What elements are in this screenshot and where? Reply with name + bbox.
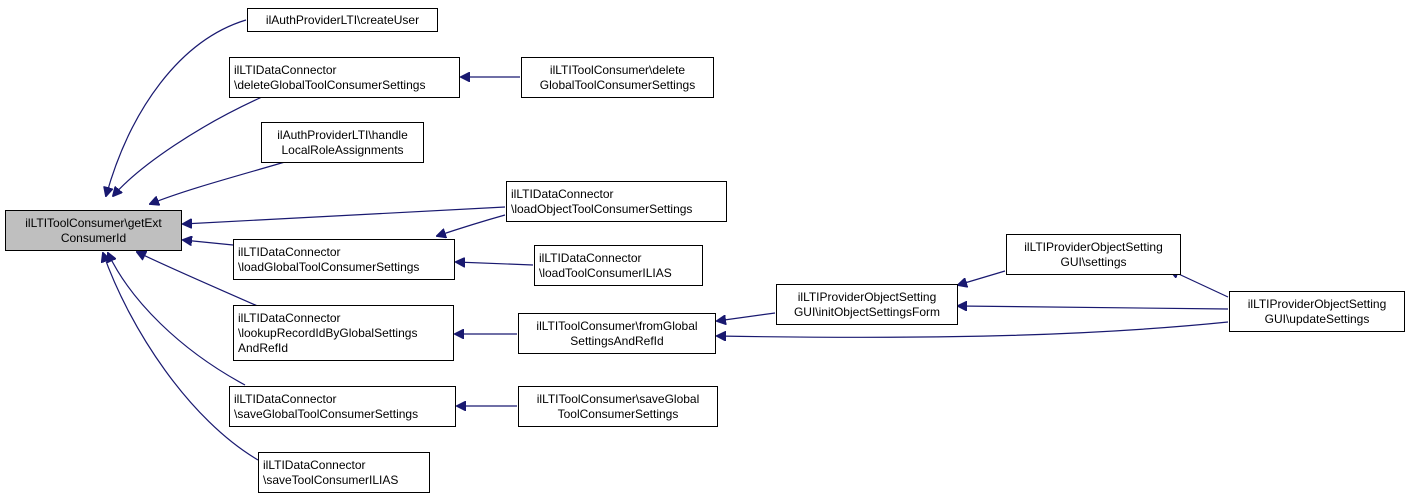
edge-initForm-fromGlobal [717, 312, 776, 321]
edge-lookupRecord-root [137, 252, 263, 309]
node-handle-local[interactable]: ilAuthProviderLTI\handle LocalRoleAssign… [261, 122, 424, 163]
node-save-global-tc[interactable]: ilLTIToolConsumer\saveGlobal ToolConsume… [518, 386, 718, 427]
node-save-global-dc[interactable]: ilLTIDataConnector \saveGlobalToolConsum… [229, 386, 456, 427]
edge-loadObject-loadGlobal [437, 214, 506, 236]
node-root[interactable]: ilLTIToolConsumer\getExt ConsumerId [5, 210, 182, 251]
edge-createUser-root [106, 19, 247, 196]
node-load-ilias[interactable]: ilLTIDataConnector \loadToolConsumerILIA… [534, 245, 703, 286]
node-delete-global-dc[interactable]: ilLTIDataConnector \deleteGlobalToolCons… [229, 57, 460, 98]
edge-loadObject-root [183, 206, 506, 224]
edge-loadILIAS-loadGlobal [456, 262, 534, 265]
edge-updateSettings-initForm [958, 306, 1229, 309]
edge-handleLocal-root [150, 161, 286, 204]
node-delete-global-tc[interactable]: ilLTIToolConsumer\delete GlobalToolConsu… [521, 57, 714, 98]
edge-deleteGlobalDC-root [113, 96, 263, 196]
node-lookup-record[interactable]: ilLTIDataConnector \lookupRecordIdByGlob… [233, 305, 454, 361]
node-settings-gui[interactable]: ilLTIProviderObjectSetting GUI\settings [1006, 234, 1181, 275]
node-init-form[interactable]: ilLTIProviderObjectSetting GUI\initObjec… [776, 284, 958, 325]
edge-loadGlobal-root [183, 240, 234, 245]
node-load-object[interactable]: ilLTIDataConnector \loadObjectToolConsum… [506, 181, 727, 222]
edge-saveILIAS-root [103, 253, 259, 461]
node-save-ilias[interactable]: ilLTIDataConnector \saveToolConsumerILIA… [258, 452, 430, 493]
node-update-settings[interactable]: ilLTIProviderObjectSetting GUI\updateSet… [1229, 291, 1405, 332]
edge-updateSettings-fromGlobal [717, 321, 1229, 337]
node-from-global[interactable]: ilLTIToolConsumer\fromGlobal SettingsAnd… [518, 313, 716, 354]
edge-settingsGUI-initForm [958, 270, 1006, 285]
node-create-user[interactable]: ilAuthProviderLTI\createUser [247, 8, 438, 32]
edge-saveGlobalDC-root [108, 253, 246, 386]
node-load-global[interactable]: ilLTIDataConnector \loadGlobalToolConsum… [233, 239, 455, 280]
